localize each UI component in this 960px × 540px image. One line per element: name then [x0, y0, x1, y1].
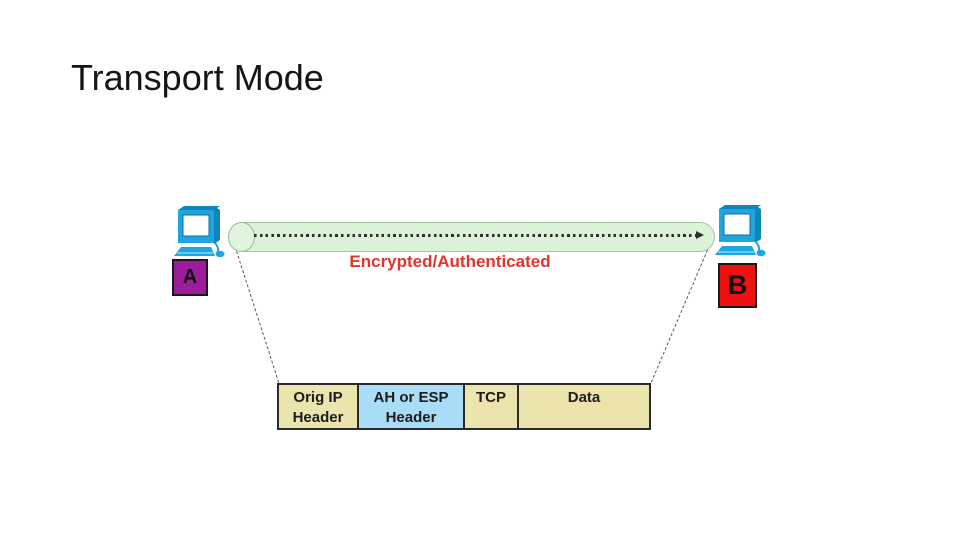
computer-a-icon: [174, 206, 225, 258]
tunnel-pipe: [229, 222, 715, 252]
host-b-label: B: [727, 270, 748, 300]
computer-b-icon: [715, 205, 766, 257]
packet-field-data: Data: [517, 385, 649, 428]
slide-title: Transport Mode: [71, 57, 324, 98]
expansion-line-right: [650, 249, 708, 383]
host-a-badge: A: [172, 259, 208, 296]
packet-structure: Orig IP Header AH or ESP Header TCP Data: [277, 383, 651, 430]
tunnel-arrowhead-icon: [696, 231, 704, 239]
packet-field-orig-ip-header: Orig IP Header: [279, 385, 357, 428]
packet-field-ah-or-esp-header: AH or ESP Header: [357, 385, 463, 428]
packet-field-tcp: TCP: [463, 385, 517, 428]
tunnel-pipe-left-rim: [228, 222, 255, 252]
tunnel-flow-dotted-line: [254, 234, 696, 237]
host-a-label: A: [182, 266, 198, 288]
expansion-line-left: [236, 251, 280, 383]
host-b-badge: B: [718, 263, 757, 308]
tunnel-label: Encrypted/Authenticated: [349, 252, 551, 271]
